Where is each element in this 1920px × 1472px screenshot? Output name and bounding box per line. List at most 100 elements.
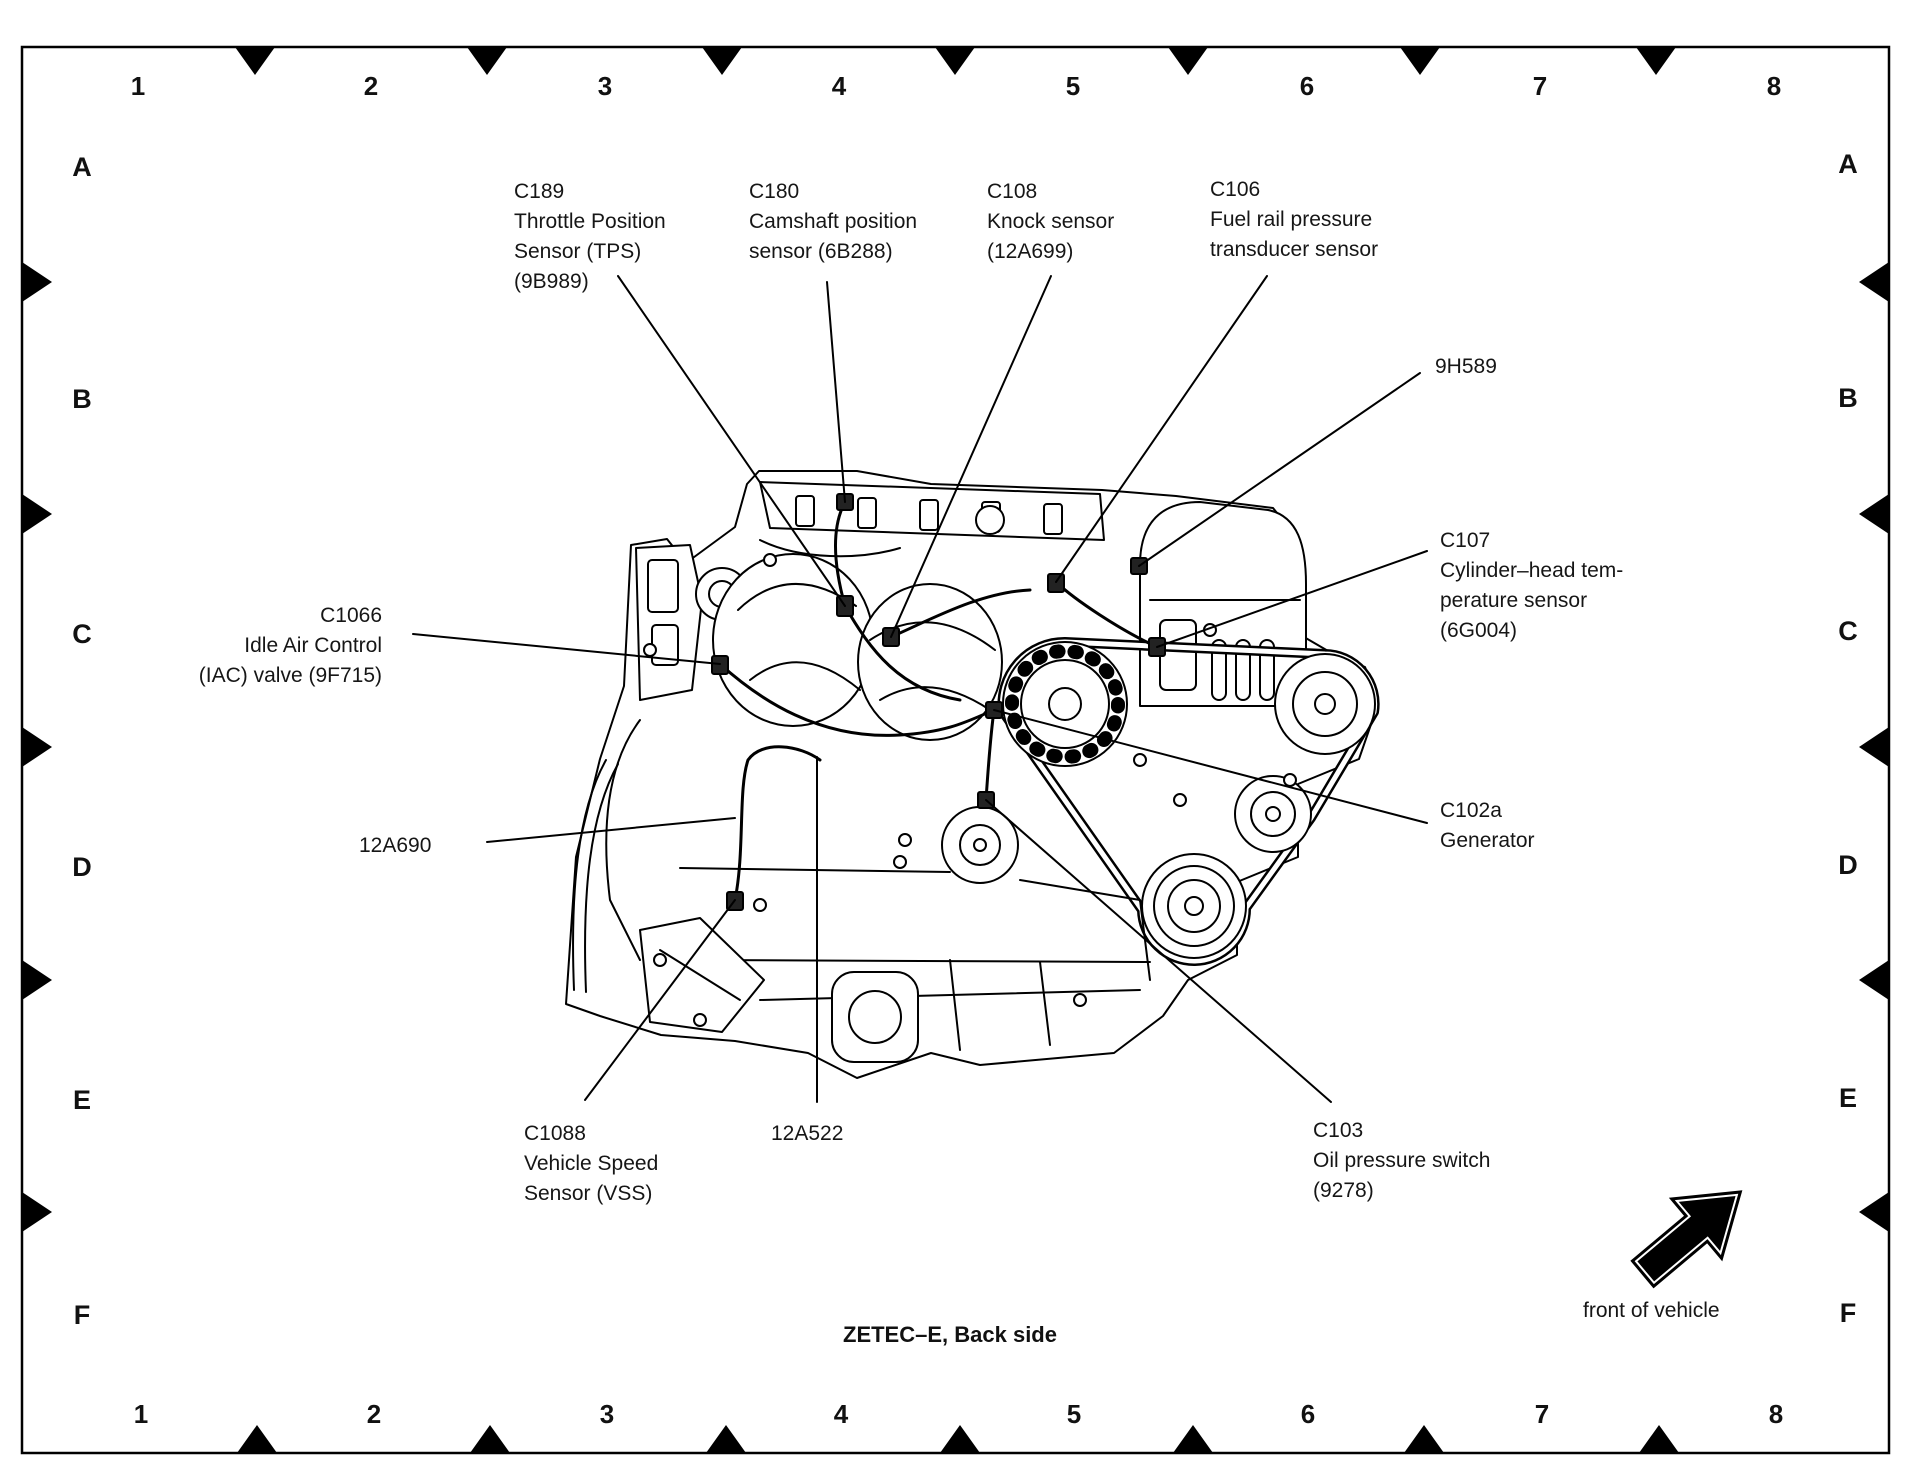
grid-column-label-top: 4 (831, 71, 847, 101)
connector-id-label: C108 (987, 180, 1038, 203)
grid-row-label-left: E (72, 1085, 91, 1115)
grid-row-label-left: C (72, 619, 92, 649)
component-name-label: transducer sensor (1210, 238, 1379, 261)
spark-plug-tube (1211, 639, 1227, 701)
part-number-label: (6G004) (1440, 619, 1518, 642)
callout-c103: C103 Oil pressure switch (9278) (1313, 1116, 1490, 1206)
part-number-label: 12A690 (359, 834, 432, 857)
part-number-label: (9B989) (514, 270, 589, 293)
front-of-vehicle-arrow-icon (1630, 1190, 1743, 1289)
grid-column-label-top: 6 (1299, 71, 1315, 101)
grid-markers-top (235, 47, 1676, 75)
component-name-label: Camshaft position (749, 210, 918, 233)
front-of-vehicle-label: front of vehicle (1583, 1299, 1720, 1322)
grid-column-label-bottom: 2 (366, 1399, 382, 1429)
grid-markers-right (1859, 262, 1889, 1232)
exhaust-flange (831, 971, 919, 1063)
component-name-label: (IAC) valve (9F715) (198, 664, 382, 687)
component-name-label: perature sensor (1440, 589, 1588, 612)
grid-row-label-right: A (1838, 149, 1858, 179)
grid-column-label-bottom: 8 (1768, 1399, 1784, 1429)
callout-12a522: 12A522 (771, 1119, 843, 1149)
grid-column-label-bottom: 6 (1300, 1399, 1316, 1429)
component-name-label: Knock sensor (987, 210, 1115, 233)
grid-column-label-bottom: 4 (833, 1399, 849, 1429)
leader-line-c102a (993, 709, 1428, 824)
component-name-label: Sensor (VSS) (524, 1182, 653, 1205)
connector-id-label: C102a (1440, 799, 1502, 822)
grid-column-label-top: 8 (1766, 71, 1782, 101)
grid-row-label-right: C (1838, 616, 1858, 646)
leader-line-c189 (617, 275, 846, 607)
callout-c1066: C1066 Idle Air Control (IAC) valve (9F71… (122, 601, 382, 691)
engine-illustration (565, 470, 1380, 1079)
leader-line-c180 (826, 281, 846, 503)
component-name-label: Idle Air Control (244, 634, 382, 657)
callout-c102a: C102a Generator (1440, 796, 1535, 856)
grid-row-label-right: B (1838, 383, 1858, 413)
grid-row-label-left: D (72, 852, 92, 882)
part-number-label: 9H589 (1435, 355, 1497, 378)
callout-c107: C107 Cylinder–head tem- perature sensor … (1440, 526, 1623, 646)
component-name-label: Oil pressure switch (1313, 1149, 1491, 1172)
leader-line-9h589 (1138, 372, 1421, 567)
callout-c189: C189 Throttle Position Sensor (TPS) (9B9… (514, 177, 666, 297)
grid-column-label-bottom: 3 (599, 1399, 615, 1429)
crankshaft-pulley (1141, 853, 1247, 959)
grid-column-label-top: 3 (597, 71, 613, 101)
diagram-caption: ZETEC–E, Back side (843, 1322, 1057, 1347)
connector-id-label: C189 (514, 180, 565, 203)
valve-cover (1139, 501, 1307, 707)
engine-mount-bracket (639, 917, 765, 1033)
wiring-harness (718, 500, 1159, 902)
callout-c106: C106 Fuel rail pressure transducer senso… (1210, 175, 1378, 265)
generator (1002, 641, 1128, 767)
leader-line-c1066 (412, 633, 721, 665)
component-name-label: Vehicle Speed (524, 1152, 659, 1175)
part-number-label: (9278) (1313, 1179, 1374, 1202)
connector-id-label: C1066 (320, 604, 382, 627)
grid-row-label-right: F (1839, 1298, 1857, 1328)
connector-id-label: C180 (749, 180, 800, 203)
leader-line-c106 (1055, 275, 1268, 583)
grid-markers-left (22, 262, 52, 1232)
leader-line-c1088 (584, 899, 736, 1101)
grid-column-label-top: 5 (1065, 71, 1081, 101)
grid-row-label-left: B (72, 384, 92, 414)
grid-column-label-bottom: 5 (1066, 1399, 1082, 1429)
callout-c180: C180 Camshaft position sensor (6B288) (749, 177, 917, 267)
part-number-label: (12A699) (987, 240, 1074, 263)
component-name-label: Cylinder–head tem- (1440, 559, 1624, 582)
leader-line-c107 (1156, 550, 1428, 648)
grid-row-label-right: D (1838, 850, 1858, 880)
connector-id-label: C103 (1313, 1119, 1364, 1142)
intake-manifold (712, 553, 1003, 741)
grid-column-label-top: 7 (1532, 71, 1548, 101)
grid-row-label-right: E (1838, 1083, 1857, 1113)
callout-c1088: C1088 Vehicle Speed Sensor (VSS) (524, 1119, 658, 1209)
grid-row-label-left: A (72, 152, 92, 182)
grid-row-label-left: F (73, 1300, 91, 1330)
part-number-label: 12A522 (771, 1122, 844, 1145)
left-tubes (572, 719, 641, 993)
connector-id-label: C106 (1210, 178, 1261, 201)
leader-line-c108 (890, 275, 1052, 638)
component-name-label: Throttle Position (514, 210, 666, 233)
leader-line-12a690 (486, 817, 736, 843)
grid-column-label-top: 2 (363, 71, 379, 101)
component-name-label: Fuel rail pressure (1210, 208, 1373, 231)
connector-c1066 (711, 655, 729, 675)
callout-12a690: 12A690 (359, 831, 431, 861)
leader-line-c103 (985, 799, 1332, 1103)
component-name-label: Sensor (TPS) (514, 240, 642, 263)
grid-column-label-bottom: 7 (1534, 1399, 1550, 1429)
grid-column-label-top: 1 (130, 71, 146, 101)
callout-9h589: 9H589 (1435, 352, 1497, 382)
connector-id-label: C1088 (524, 1122, 586, 1145)
lower-engine-block (679, 867, 1151, 1051)
connector-id-label: C107 (1440, 529, 1491, 552)
leader-lines (412, 275, 1428, 1103)
tensioner-pulley (1234, 775, 1312, 853)
